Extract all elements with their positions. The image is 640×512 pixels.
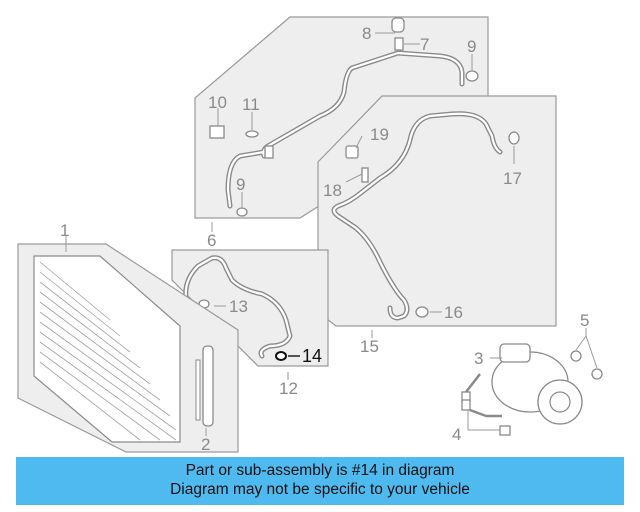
callout-2: 2 (201, 435, 210, 454)
callout-3: 3 (474, 349, 483, 368)
o-ring-icon (415, 306, 429, 318)
callout-9-lower: 9 (236, 175, 245, 194)
callout-19: 19 (370, 125, 389, 144)
o-ring-icon (465, 70, 479, 82)
callout-9-upper: 9 (467, 37, 476, 56)
callout-18: 18 (323, 181, 342, 200)
sensor-icon (209, 125, 225, 139)
callout-7: 7 (420, 35, 429, 54)
bolt-icon (499, 425, 511, 436)
callout-8: 8 (362, 24, 371, 43)
o-ring-icon (236, 207, 248, 217)
info-banner: Part or sub-assembly is #14 in diagram D… (16, 457, 624, 505)
callout-13: 13 (229, 297, 248, 316)
callout-11: 11 (242, 95, 260, 114)
callout-6: 6 (207, 231, 216, 250)
valve-core-icon (394, 37, 404, 51)
callout-5: 5 (580, 311, 589, 330)
callout-16: 16 (444, 303, 463, 322)
bolt-icon (461, 399, 471, 411)
leader-lines (65, 32, 598, 436)
valve-icon (361, 167, 369, 183)
callout-4: 4 (452, 425, 461, 444)
callout-10: 10 (208, 93, 227, 112)
panel-line-assembly-6 (194, 16, 489, 219)
receiver-drier-icon (202, 345, 214, 427)
callout-1: 1 (60, 221, 69, 240)
cap-icon (391, 17, 405, 33)
panel-condenser-1 (17, 243, 239, 453)
o-ring-icon (508, 131, 520, 145)
panel-line-assembly-15 (317, 95, 557, 327)
fitting-icon (264, 145, 274, 159)
seal-icon (245, 130, 259, 138)
highlighted-o-ring-icon (275, 351, 287, 361)
banner-line-part: Part or sub-assembly is #14 in diagram (185, 462, 455, 479)
compressor-group (461, 343, 603, 436)
callout-15: 15 (360, 337, 379, 356)
callout-17: 17 (503, 169, 522, 188)
callout-numbers: 1 2 3 4 5 6 7 8 9 9 10 11 12 13 14 15 16… (60, 24, 589, 454)
panel-hose-12 (171, 249, 329, 367)
banner-line-disclaimer: Diagram may not be specific to your vehi… (170, 481, 470, 498)
sensor-icon (345, 145, 359, 159)
callout-14-highlighted: 14 (302, 346, 322, 366)
cap-icon (570, 350, 582, 362)
cap-icon (591, 368, 603, 380)
callout-12: 12 (279, 379, 298, 398)
